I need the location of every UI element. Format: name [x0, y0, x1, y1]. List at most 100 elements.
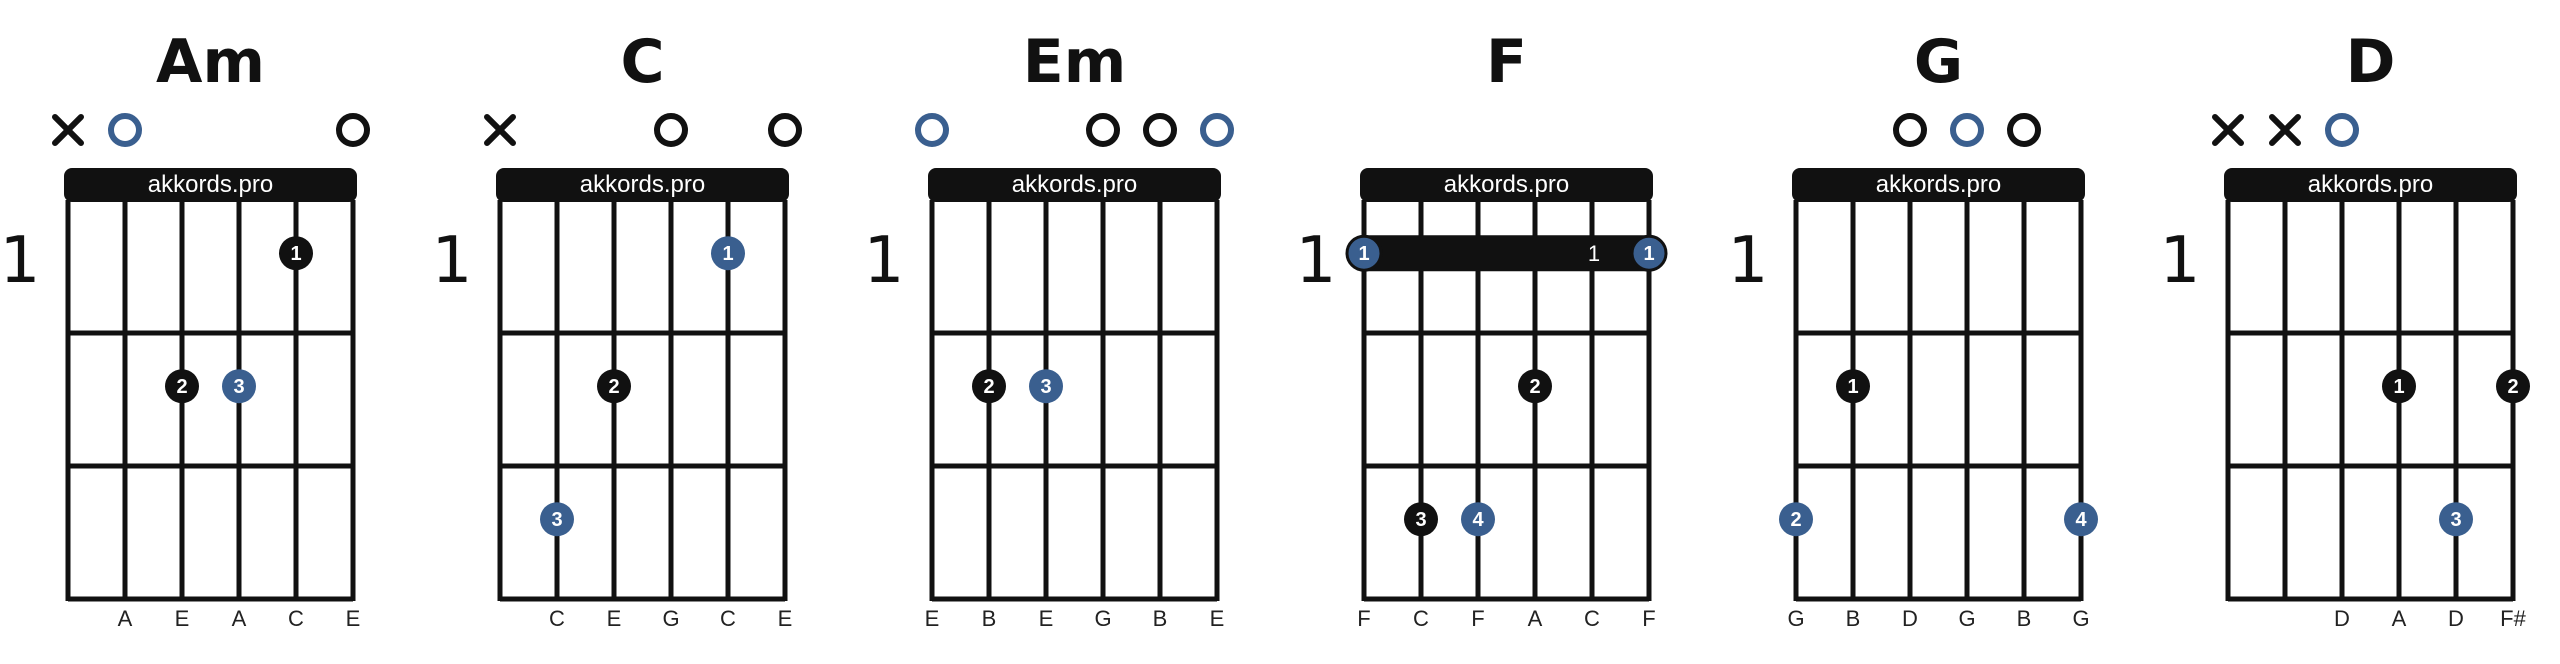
string-note: C: [1584, 606, 1600, 631]
brand-label: akkords.pro: [1012, 171, 1137, 198]
nut-bar: [496, 168, 789, 202]
finger-number: 3: [551, 509, 562, 531]
finger-number: 3: [233, 376, 244, 398]
open-string-icon: [2007, 113, 2041, 147]
open-string-icon: [336, 113, 370, 147]
open-string-icon: [2325, 113, 2359, 147]
open-string-icon: [1200, 113, 1234, 147]
open-string-icon: [654, 113, 688, 147]
chord-name: Em: [1023, 27, 1127, 97]
finger-number: 3: [1415, 509, 1426, 531]
open-string-icon: [1950, 113, 1984, 147]
muted-string-icon: [484, 114, 516, 146]
string-note: D: [2334, 606, 2350, 631]
brand-label: akkords.pro: [2308, 171, 2433, 198]
muted-string-icon: [52, 114, 84, 146]
open-string-icon: [108, 113, 142, 147]
string-note: E: [175, 606, 190, 631]
string-note: C: [549, 606, 565, 631]
finger-dot: 1: [1345, 234, 1383, 272]
finger-number: 2: [983, 376, 994, 398]
string-note: F#: [2500, 606, 2526, 631]
string-note: A: [2392, 606, 2407, 631]
finger-number: 1: [1847, 376, 1858, 398]
fret-number: 1: [0, 224, 40, 298]
finger-number: 3: [1040, 376, 1051, 398]
nut-bar: [2224, 168, 2517, 202]
string-note: E: [1210, 606, 1225, 631]
fret-number: 1: [2160, 224, 2201, 298]
string-note: E: [778, 606, 793, 631]
finger-dot: 4: [2064, 502, 2098, 537]
brand-label: akkords.pro: [1444, 171, 1569, 198]
finger-number: 1: [1643, 243, 1654, 265]
finger-dot: 3: [222, 369, 256, 404]
nut-bar: [64, 168, 357, 202]
open-string-icon: [768, 113, 802, 147]
finger-number: 2: [1529, 376, 1540, 398]
string-note: G: [2072, 606, 2089, 631]
string-note: G: [1958, 606, 1975, 631]
nut-bar: [1792, 168, 2085, 202]
finger-dot: 3: [1029, 369, 1063, 404]
finger-number: 2: [608, 376, 619, 398]
open-string-icon: [1893, 113, 1927, 147]
finger-number: 1: [290, 243, 301, 265]
string-note: F: [1471, 606, 1484, 631]
finger-dot: 1: [1630, 234, 1668, 272]
string-note: C: [720, 606, 736, 631]
fret-number: 1: [1728, 224, 1769, 298]
finger-number: 1: [2393, 376, 2404, 398]
string-note: E: [1039, 606, 1054, 631]
finger-dot: 1: [2382, 369, 2416, 404]
brand-label: akkords.pro: [148, 171, 273, 198]
string-note: D: [1902, 606, 1918, 631]
finger-dot: 2: [972, 369, 1006, 404]
string-note: G: [662, 606, 679, 631]
finger-dot: 2: [2496, 369, 2530, 404]
finger-number: 2: [2507, 376, 2518, 398]
fret-number: 1: [432, 224, 473, 298]
muted-string-icon: [2212, 114, 2244, 146]
finger-dot: 3: [540, 502, 574, 537]
string-note: E: [346, 606, 361, 631]
string-note: B: [1153, 606, 1168, 631]
string-note: C: [1413, 606, 1429, 631]
string-note: F: [1357, 606, 1370, 631]
barre-finger-label: 1: [1588, 241, 1600, 266]
chord-name: F: [1486, 27, 1527, 97]
finger-dot: 1: [279, 236, 313, 271]
open-string-icon: [1143, 113, 1177, 147]
finger-dot: 2: [1518, 369, 1552, 404]
fret-number: 1: [1296, 224, 1337, 298]
finger-dot: 2: [597, 369, 631, 404]
chord-name: Am: [156, 27, 265, 97]
string-note: B: [1846, 606, 1861, 631]
finger-dot: 1: [1836, 369, 1870, 404]
string-note: B: [982, 606, 997, 631]
finger-number: 1: [1358, 243, 1369, 265]
finger-number: 2: [1790, 509, 1801, 531]
muted-string-icon: [2269, 114, 2301, 146]
string-note: B: [2017, 606, 2032, 631]
string-note: A: [118, 606, 133, 631]
finger-number: 1: [722, 243, 733, 265]
open-string-icon: [1086, 113, 1120, 147]
finger-dot: 3: [1404, 502, 1438, 537]
finger-number: 2: [176, 376, 187, 398]
string-note: C: [288, 606, 304, 631]
string-note: E: [925, 606, 940, 631]
string-note: G: [1094, 606, 1111, 631]
finger-dot: 2: [165, 369, 199, 404]
open-string-icon: [915, 113, 949, 147]
finger-dot: 3: [2439, 502, 2473, 537]
finger-number: 3: [2450, 509, 2461, 531]
brand-label: akkords.pro: [580, 171, 705, 198]
string-note: F: [1642, 606, 1655, 631]
chord-name: C: [620, 27, 664, 97]
